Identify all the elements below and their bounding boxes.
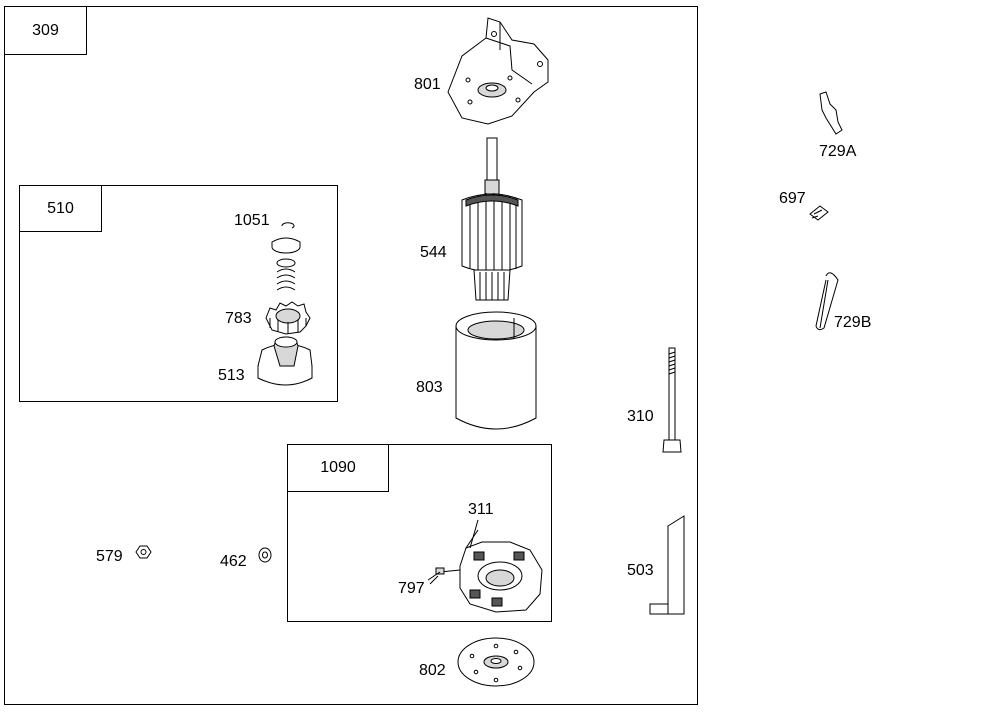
part-310-bolt-drawing — [662, 347, 682, 453]
label-697: 697 — [779, 190, 806, 207]
label-1051: 1051 — [234, 212, 270, 229]
part-1051-ring-spring-drawing — [271, 222, 301, 291]
part-729A-clip-drawing — [819, 91, 843, 135]
label-797: 797 — [398, 580, 425, 597]
label-310: 310 — [627, 408, 654, 425]
subassembly-510-frame — [19, 185, 338, 402]
assembly-frame — [4, 6, 698, 705]
label-802: 802 — [419, 662, 446, 679]
part-544-armature-drawing — [461, 137, 523, 301]
assembly-number-tag: 309 — [4, 6, 87, 55]
subassembly-1090-frame — [287, 444, 552, 622]
label-579: 579 — [96, 548, 123, 565]
part-783-pinion-gear-drawing — [265, 301, 311, 335]
label-311: 311 — [468, 501, 494, 518]
part-797-connector-drawing — [429, 567, 461, 585]
part-803-housing-drawing — [455, 311, 537, 430]
leader-311 — [469, 519, 479, 549]
label-729B: 729B — [834, 314, 872, 331]
part-729B-tie-drawing — [815, 272, 839, 331]
label-783: 783 — [225, 310, 252, 327]
label-729A: 729A — [819, 143, 857, 160]
label-503: 503 — [627, 562, 654, 579]
label-544: 544 — [420, 244, 447, 261]
part-503-strap-drawing — [649, 515, 685, 615]
label-801: 801 — [414, 76, 441, 93]
leader-797 — [427, 571, 441, 581]
label-462: 462 — [220, 553, 247, 570]
part-802-endplate-drawing — [457, 637, 535, 687]
part-462-washer-drawing — [258, 547, 272, 563]
label-803: 803 — [416, 379, 443, 396]
part-801-bracket-drawing — [447, 17, 549, 125]
part-513-drive-housing-drawing — [257, 336, 313, 386]
subassembly-1090-tag: 1090 — [287, 444, 389, 492]
subassembly-510-tag: 510 — [19, 185, 102, 232]
label-513: 513 — [218, 367, 245, 384]
part-311-brush-holder-drawing — [459, 529, 543, 613]
part-697-screw-drawing — [809, 205, 829, 221]
part-579-nut-drawing — [135, 545, 152, 559]
